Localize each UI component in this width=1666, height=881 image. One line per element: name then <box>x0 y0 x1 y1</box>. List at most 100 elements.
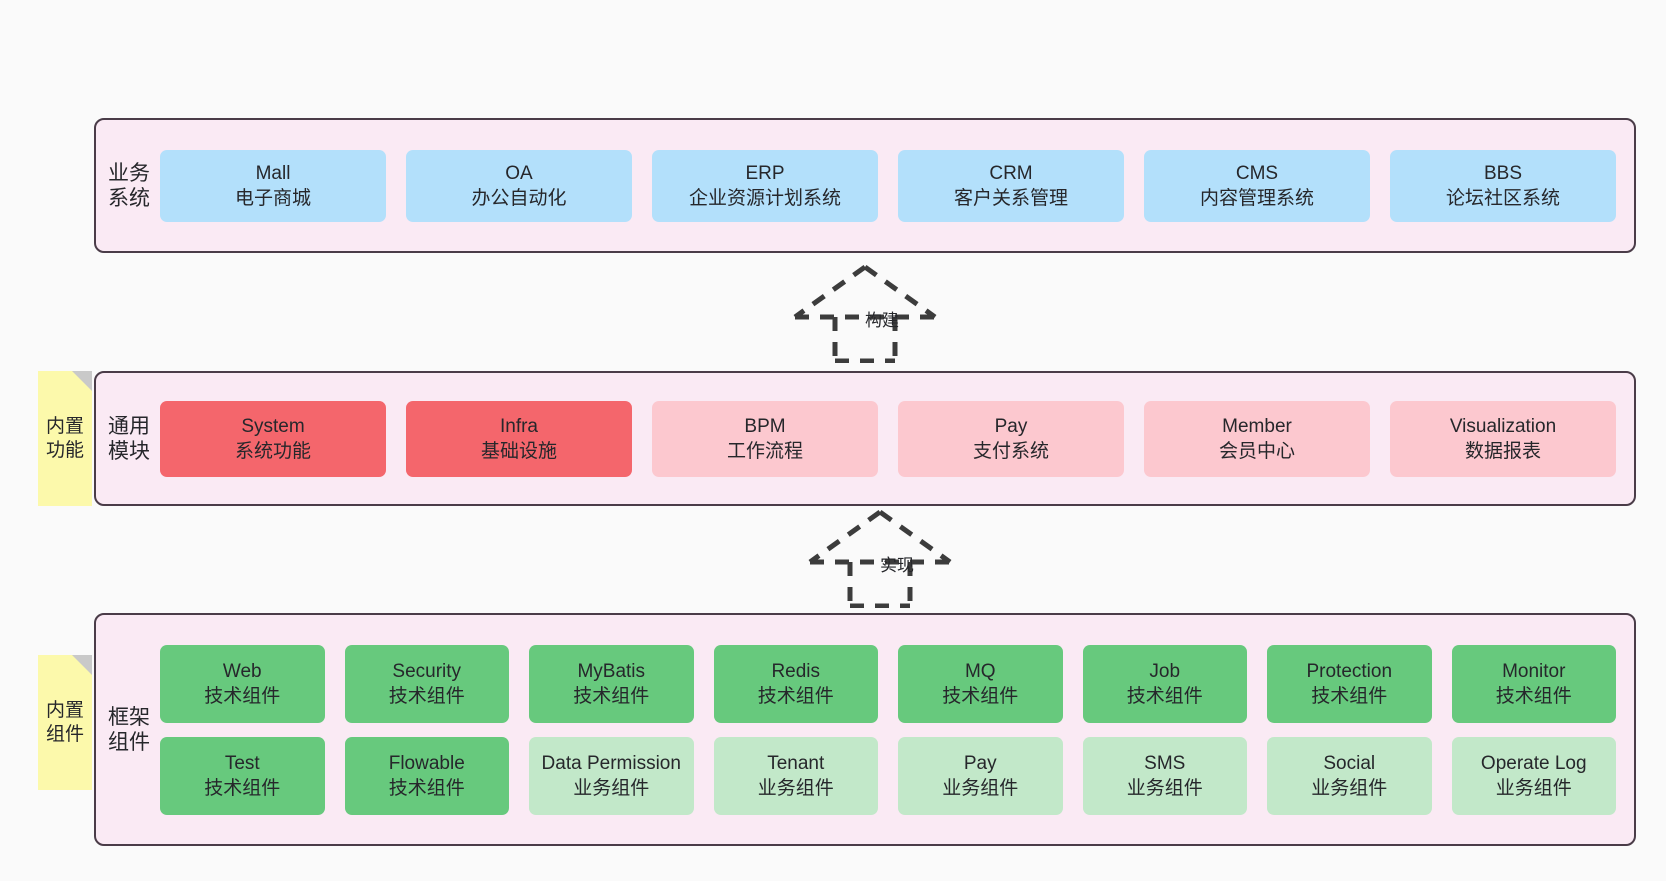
biz-box-data-permission-desc: 业务组件 <box>573 777 650 799</box>
business-system-row: Mall 电子商城 OA 办公自动化 ERP 企业资源计划系统 CRM 客户关系… <box>160 149 1616 222</box>
tech-box-job[interactable]: Job 技术组件 <box>1082 644 1247 723</box>
biz-box-data-permission-name: Data Permission <box>541 752 681 774</box>
biz-box-pay[interactable]: Pay 业务组件 <box>898 736 1063 815</box>
module-box-member[interactable]: Member 会员中心 <box>1144 400 1370 477</box>
biz-box-operate-log-name: Operate Log <box>1480 752 1587 774</box>
sticky-note-builtin-features: 内置功能 <box>38 371 92 506</box>
business-box-cms-name: CMS <box>1235 162 1279 184</box>
business-box-erp-name: ERP <box>745 162 785 184</box>
tech-box-security-desc: 技术组件 <box>388 685 465 707</box>
business-box-bbs-name: BBS <box>1483 162 1523 184</box>
tech-box-job-desc: 技术组件 <box>1126 685 1203 707</box>
biz-box-pay-desc: 业务组件 <box>942 777 1019 799</box>
sticky-fold-icon <box>72 655 92 675</box>
layer-business-system-title: 业务系统 <box>108 161 150 210</box>
module-box-infra[interactable]: Infra 基础设施 <box>406 400 632 477</box>
business-box-crm[interactable]: CRM 客户关系管理 <box>898 149 1124 222</box>
tech-box-web[interactable]: Web 技术组件 <box>160 644 325 723</box>
layer-common-module-title: 通用模块 <box>108 414 150 463</box>
layer-framework-component: 框架组件 Web 技术组件 Security 技术组件 MyBatis 技术组件… <box>94 613 1636 846</box>
module-box-bpm-desc: 工作流程 <box>726 440 803 462</box>
biz-box-sms-name: SMS <box>1144 752 1186 774</box>
biz-box-tenant-name: Tenant <box>767 752 825 774</box>
biz-box-sms-desc: 业务组件 <box>1126 777 1203 799</box>
common-module-row: System 系统功能 Infra 基础设施 BPM 工作流程 Pay 支付系统… <box>160 400 1616 477</box>
business-box-erp[interactable]: ERP 企业资源计划系统 <box>652 149 878 222</box>
biz-box-social-desc: 业务组件 <box>1311 777 1388 799</box>
tech-box-mybatis[interactable]: MyBatis 技术组件 <box>529 644 694 723</box>
module-box-visualization-desc: 数据报表 <box>1464 440 1541 462</box>
tech-box-flowable-desc: 技术组件 <box>388 777 465 799</box>
business-box-oa[interactable]: OA 办公自动化 <box>406 149 632 222</box>
biz-box-operate-log[interactable]: Operate Log 业务组件 <box>1451 736 1616 815</box>
layer-framework-component-body: Web 技术组件 Security 技术组件 MyBatis 技术组件 Redi… <box>152 615 1634 844</box>
biz-box-social-name: Social <box>1323 752 1376 774</box>
module-box-bpm-name: BPM <box>744 415 786 437</box>
module-box-system-desc: 系统功能 <box>234 440 311 462</box>
tech-box-redis-name: Redis <box>771 660 821 682</box>
business-box-bbs-desc: 论坛社区系统 <box>1445 187 1560 209</box>
connector-implement-label: 实现 <box>880 556 914 575</box>
business-box-mall-desc: 电子商城 <box>234 187 311 209</box>
biz-box-tenant-desc: 业务组件 <box>757 777 834 799</box>
module-box-infra-name: Infra <box>499 415 539 437</box>
module-box-member-desc: 会员中心 <box>1218 440 1295 462</box>
tech-box-test-name: Test <box>224 752 260 774</box>
module-box-pay[interactable]: Pay 支付系统 <box>898 400 1124 477</box>
business-box-mall[interactable]: Mall 电子商城 <box>160 149 386 222</box>
module-box-pay-desc: 支付系统 <box>972 440 1049 462</box>
tech-box-mybatis-name: MyBatis <box>577 660 646 682</box>
layer-business-system: 业务系统 Mall 电子商城 OA 办公自动化 ERP 企业资源计划系统 CRM… <box>94 118 1636 253</box>
tech-box-test[interactable]: Test 技术组件 <box>160 736 325 815</box>
biz-box-data-permission[interactable]: Data Permission 业务组件 <box>529 736 694 815</box>
tech-box-redis[interactable]: Redis 技术组件 <box>713 644 878 723</box>
layer-framework-component-title: 框架组件 <box>108 705 150 754</box>
tech-box-security[interactable]: Security 技术组件 <box>344 644 509 723</box>
module-box-system[interactable]: System 系统功能 <box>160 400 386 477</box>
tech-box-mq-name: MQ <box>964 660 996 682</box>
tech-box-monitor[interactable]: Monitor 技术组件 <box>1451 644 1616 723</box>
module-box-member-name: Member <box>1222 415 1292 437</box>
tech-box-flowable-name: Flowable <box>388 752 465 774</box>
tech-box-redis-desc: 技术组件 <box>757 685 834 707</box>
tech-box-job-name: Job <box>1149 660 1181 682</box>
business-box-mall-name: Mall <box>255 162 291 184</box>
tech-box-web-name: Web <box>222 660 262 682</box>
module-box-system-name: System <box>241 415 305 437</box>
business-box-cms[interactable]: CMS 内容管理系统 <box>1144 149 1370 222</box>
tech-box-mq[interactable]: MQ 技术组件 <box>898 644 1063 723</box>
business-box-bbs[interactable]: BBS 论坛社区系统 <box>1390 149 1616 222</box>
tech-box-flowable[interactable]: Flowable 技术组件 <box>344 736 509 815</box>
biz-box-pay-name: Pay <box>963 752 997 774</box>
biz-box-social[interactable]: Social 业务组件 <box>1267 736 1432 815</box>
biz-box-tenant[interactable]: Tenant 业务组件 <box>713 736 878 815</box>
layer-common-module: 通用模块 System 系统功能 Infra 基础设施 BPM 工作流程 Pay… <box>94 371 1636 506</box>
business-box-erp-desc: 企业资源计划系统 <box>688 187 841 209</box>
tech-box-monitor-desc: 技术组件 <box>1495 685 1572 707</box>
biz-box-sms[interactable]: SMS 业务组件 <box>1082 736 1247 815</box>
layer-business-system-body: Mall 电子商城 OA 办公自动化 ERP 企业资源计划系统 CRM 客户关系… <box>152 120 1634 251</box>
business-box-oa-name: OA <box>505 162 533 184</box>
module-box-visualization-name: Visualization <box>1449 415 1557 437</box>
business-box-cms-desc: 内容管理系统 <box>1199 187 1314 209</box>
tech-box-test-desc: 技术组件 <box>204 777 281 799</box>
module-box-bpm[interactable]: BPM 工作流程 <box>652 400 878 477</box>
tech-box-security-name: Security <box>392 660 462 682</box>
business-box-oa-desc: 办公自动化 <box>471 187 567 209</box>
tech-box-mybatis-desc: 技术组件 <box>573 685 650 707</box>
sticky-note-builtin-components-text: 内置组件 <box>45 699 84 745</box>
framework-biz-row: Test 技术组件 Flowable 技术组件 Data Permission … <box>160 736 1616 815</box>
module-box-visualization[interactable]: Visualization 数据报表 <box>1390 400 1616 477</box>
layer-common-module-body: System 系统功能 Infra 基础设施 BPM 工作流程 Pay 支付系统… <box>152 373 1634 504</box>
module-box-pay-name: Pay <box>994 415 1028 437</box>
tech-box-protection[interactable]: Protection 技术组件 <box>1267 644 1432 723</box>
tech-box-protection-name: Protection <box>1306 660 1393 682</box>
tech-box-protection-desc: 技术组件 <box>1311 685 1388 707</box>
biz-box-operate-log-desc: 业务组件 <box>1495 777 1572 799</box>
tech-box-web-desc: 技术组件 <box>204 685 281 707</box>
tech-box-mq-desc: 技术组件 <box>942 685 1019 707</box>
sticky-note-builtin-components: 内置组件 <box>38 655 92 790</box>
framework-tech-row: Web 技术组件 Security 技术组件 MyBatis 技术组件 Redi… <box>160 644 1616 723</box>
tech-box-monitor-name: Monitor <box>1502 660 1566 682</box>
